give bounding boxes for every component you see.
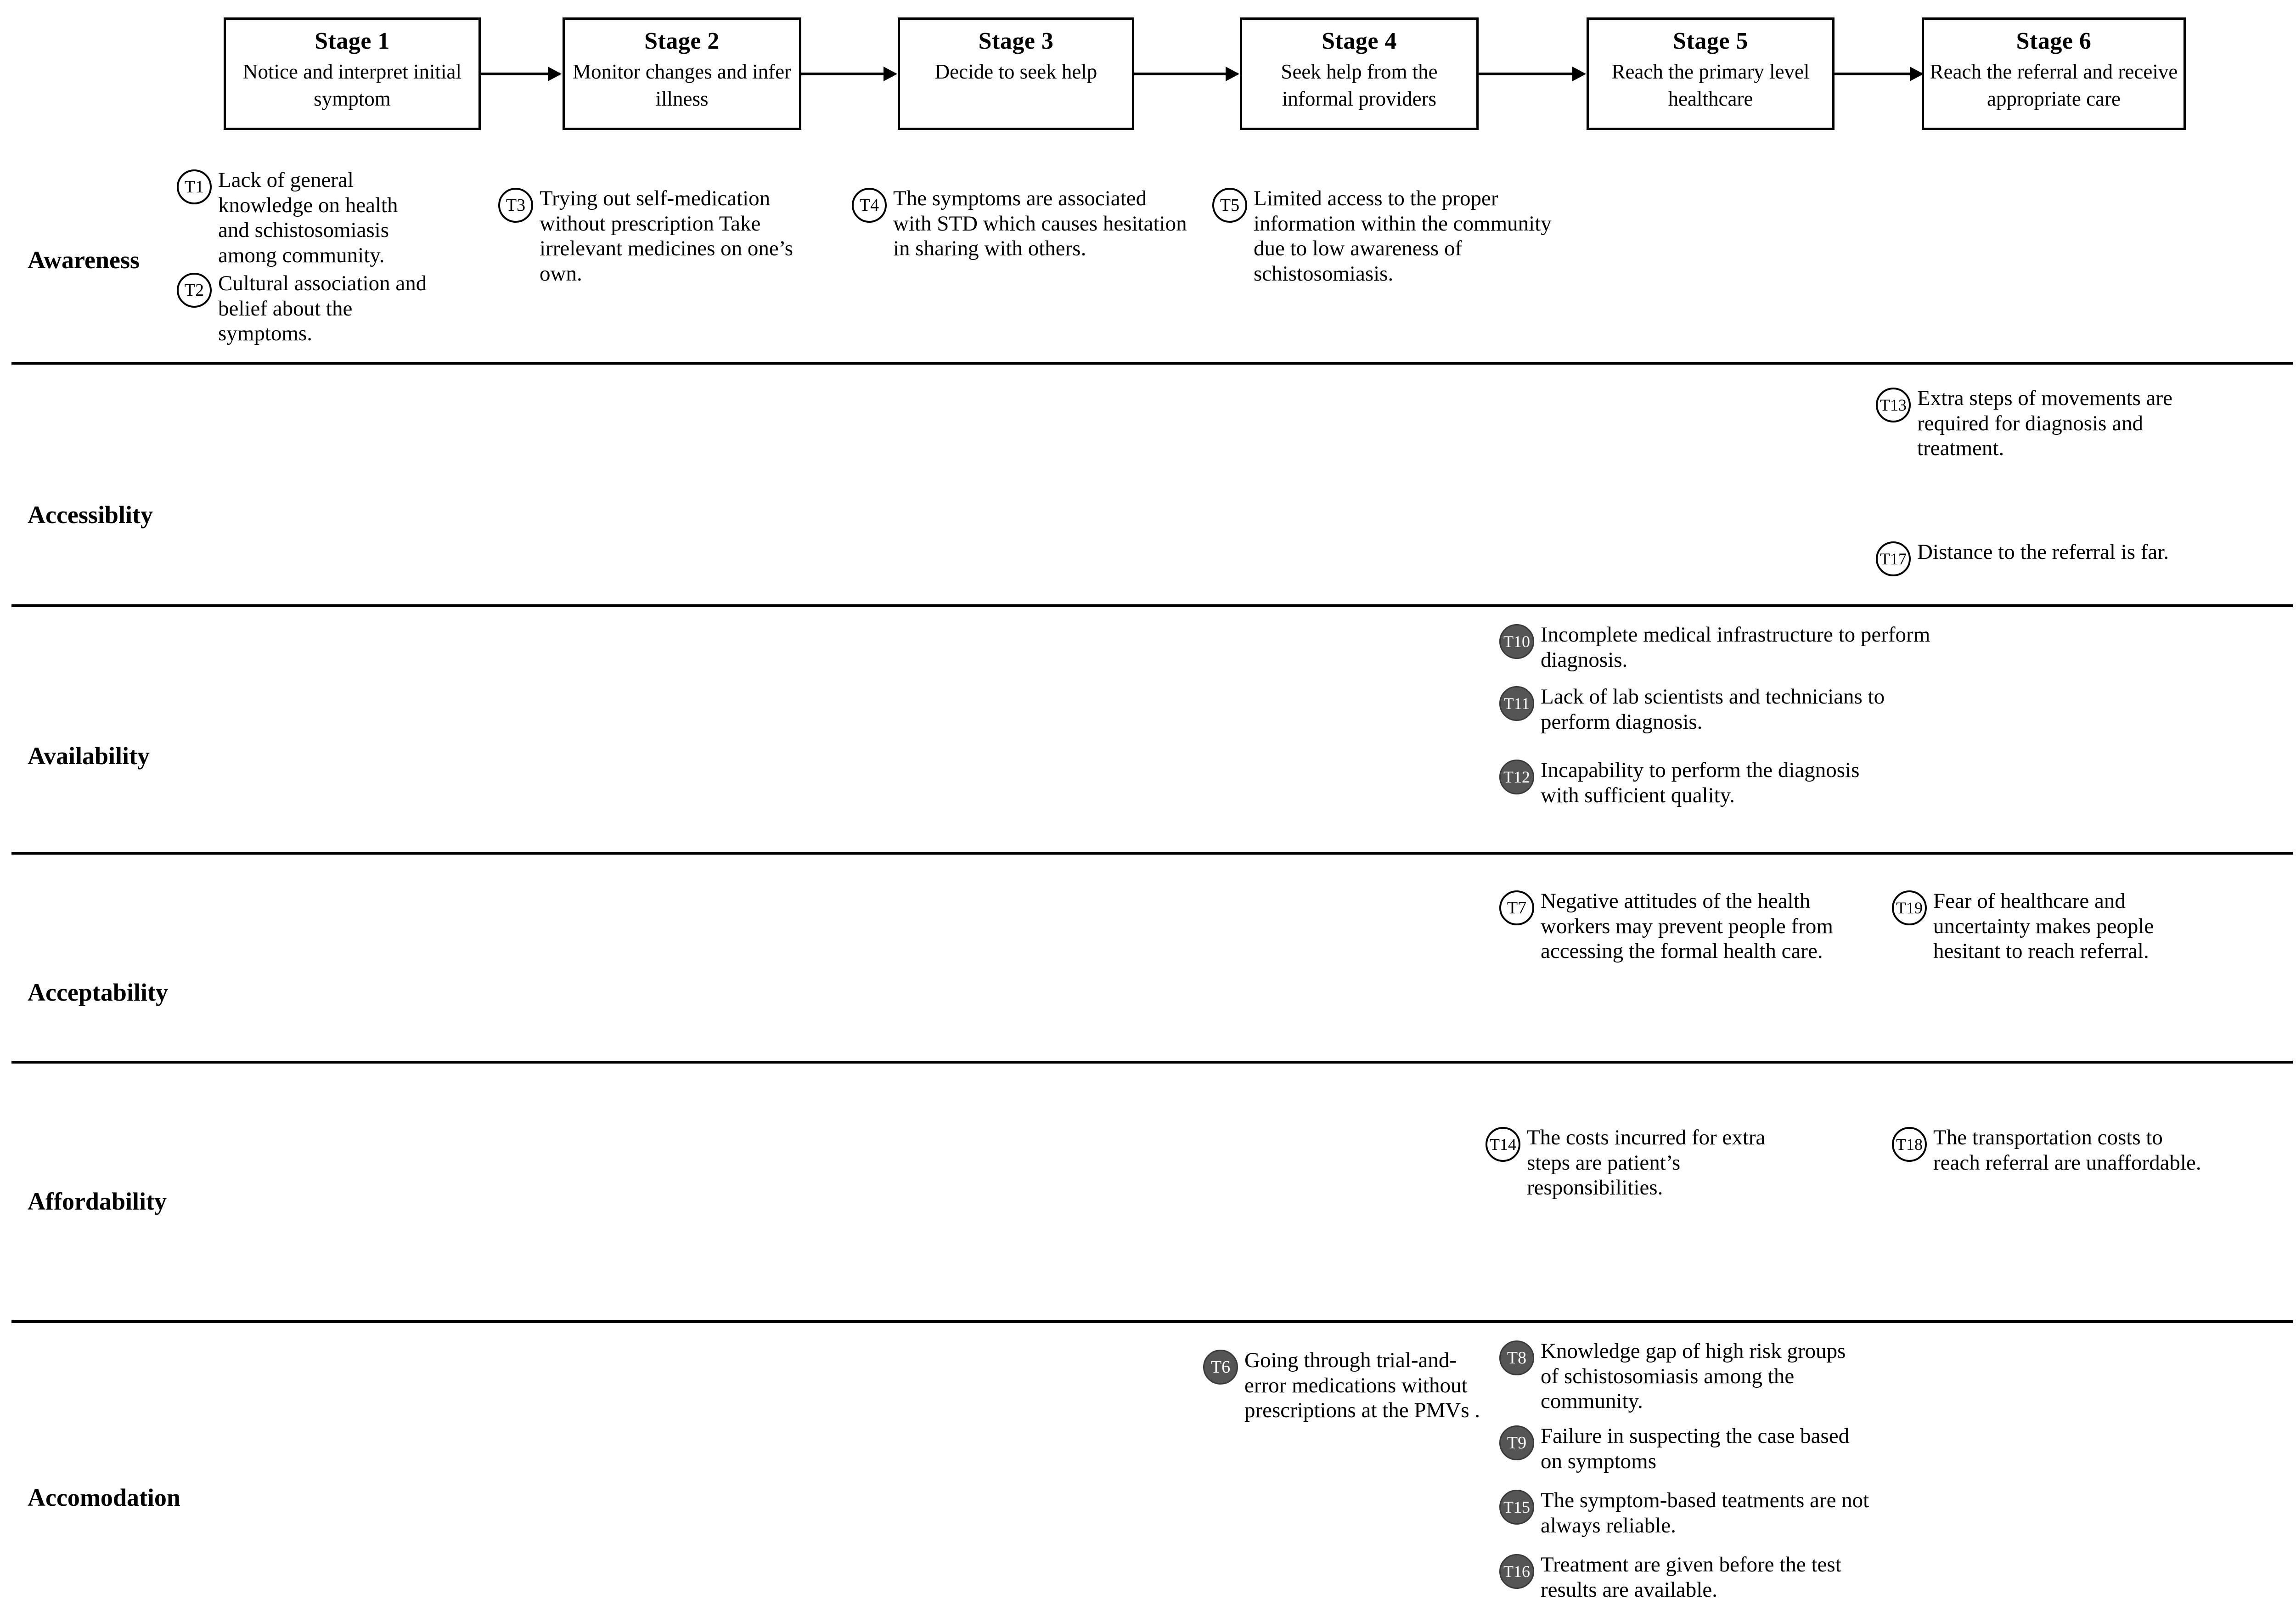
- marker-t18: T18: [1892, 1127, 1927, 1162]
- barrier-item-t7: T7 Negative attitudes of the health work…: [1499, 889, 1835, 964]
- stage-arrow-5-6: [1835, 67, 1924, 81]
- barrier-item-t10: T10 Incomplete medical infrastructure to…: [1499, 622, 1940, 672]
- barrier-item-t13: T13 Extra steps of movements are require…: [1876, 386, 2197, 461]
- row-divider-4: [11, 1061, 2293, 1064]
- row-accessiblity: Accessiblity T13 Extra steps of movement…: [0, 367, 2296, 602]
- stage-arrow-1-2: [481, 67, 562, 81]
- stage-arrow-4-5: [1479, 67, 1586, 81]
- barrier-text: Incapability to perform the diagnosis wi…: [1541, 758, 1860, 807]
- stage-title: Stage 1: [315, 28, 390, 54]
- marker-t10: T10: [1499, 624, 1534, 659]
- stage-description: Monitor changes and infer illness: [572, 60, 792, 110]
- stage-box-2: Stage 2 Monitor changes and infer illnes…: [563, 17, 801, 130]
- barrier-item-t5: T5 Limited access to the proper informat…: [1212, 186, 1584, 286]
- stage-box-1: Stage 1 Notice and interpret initial sym…: [224, 17, 481, 130]
- barrier-text: Extra steps of movements are required fo…: [1917, 386, 2172, 461]
- barrier-item-t9: T9 Failure in suspecting the case based …: [1499, 1424, 1867, 1474]
- marker-t19: T19: [1892, 890, 1927, 925]
- barrier-text: Trying out self-medication without presc…: [540, 186, 793, 286]
- stage-description: Reach the referral and receive appropria…: [1930, 60, 2178, 110]
- marker-t7: T7: [1499, 890, 1534, 925]
- stage-description: Reach the primary level healthcare: [1611, 60, 1810, 110]
- stage-title: Stage 6: [2016, 28, 2092, 54]
- stage-box-5: Stage 5 Reach the primary level healthca…: [1587, 17, 1835, 130]
- marker-t15: T15: [1499, 1490, 1534, 1525]
- stage-box-4: Stage 4 Seek help from the informal prov…: [1240, 17, 1479, 130]
- marker-t16: T16: [1499, 1554, 1534, 1589]
- barrier-item-t15: T15 The symptom-based teatments are not …: [1499, 1488, 1913, 1538]
- barrier-item-t17: T17 Distance to the referral is far.: [1876, 540, 2197, 576]
- barrier-item-t19: T19 Fear of healthcare and uncertainty m…: [1892, 889, 2204, 964]
- marker-t14: T14: [1486, 1127, 1520, 1162]
- stage-description: Notice and interpret initial symptom: [242, 60, 462, 110]
- barrier-item-t12: T12 Incapability to perform the diagnosi…: [1499, 758, 1871, 808]
- marker-t6: T6: [1203, 1350, 1238, 1385]
- marker-t8: T8: [1499, 1340, 1534, 1375]
- stage-box-6: Stage 6 Reach the referral and receive a…: [1922, 17, 2186, 130]
- stage-arrow-2-3: [801, 67, 897, 81]
- marker-t9: T9: [1499, 1425, 1534, 1460]
- row-divider-5: [11, 1320, 2293, 1323]
- stage-title: Stage 3: [978, 28, 1054, 54]
- marker-t1: T1: [177, 169, 212, 204]
- marker-t17: T17: [1876, 541, 1911, 576]
- marker-t4: T4: [852, 188, 887, 223]
- row-label-accessiblity: Accessiblity: [28, 501, 153, 529]
- marker-t13: T13: [1876, 388, 1911, 422]
- barrier-text: Incomplete medical infrastructure to per…: [1541, 623, 1930, 672]
- barrier-item-t18: T18 The transportation costs to reach re…: [1892, 1125, 2204, 1175]
- barrier-item-t3: T3 Trying out self-medication without pr…: [498, 186, 801, 286]
- barrier-text: Treatment are given before the test resu…: [1541, 1553, 1841, 1602]
- marker-t11: T11: [1499, 686, 1534, 721]
- barrier-item-t1: T1 Lack of general knowledge on health a…: [177, 168, 434, 268]
- row-awareness: Awareness T1 Lack of general knowledge o…: [0, 156, 2296, 363]
- barrier-item-t2: T2 Cultural association and belief about…: [177, 271, 443, 346]
- barrier-item-t6: T6 Going through trial-and-error medicat…: [1203, 1348, 1488, 1423]
- barrier-text: The symptoms are associated with STD whi…: [893, 186, 1187, 261]
- stage-description: Seek help from the informal providers: [1281, 60, 1438, 110]
- barrier-text: Fear of healthcare and uncertainty makes…: [1933, 889, 2154, 963]
- stage-description: Decide to seek help: [934, 60, 1097, 84]
- row-accomodation: Accomodation T6 Going through trial-and-…: [0, 1325, 2296, 1614]
- row-acceptability: Acceptability T7 Negative attitudes of t…: [0, 856, 2296, 1059]
- barrier-item-t4: T4 The symptoms are associated with STD …: [852, 186, 1187, 261]
- barrier-item-t14: T14 The costs incurred for extra steps a…: [1486, 1125, 1807, 1200]
- stage-arrow-3-4: [1134, 67, 1239, 81]
- barrier-text: Cultural association and belief about th…: [218, 271, 427, 346]
- barrier-text: Going through trial-and-error medication…: [1244, 1348, 1480, 1423]
- barrier-text: Lack of general knowledge on health and …: [218, 168, 398, 267]
- barrier-item-t16: T16 Treatment are given before the test …: [1499, 1552, 1894, 1602]
- barrier-item-t8: T8 Knowledge gap of high risk groups of …: [1499, 1339, 1867, 1414]
- marker-t12: T12: [1499, 760, 1534, 794]
- row-label-awareness: Awareness: [28, 246, 140, 274]
- marker-t3: T3: [498, 188, 533, 223]
- marker-t5: T5: [1212, 188, 1247, 223]
- row-availability: Availability T10 Incomplete medical infr…: [0, 608, 2296, 833]
- stage-box-3: Stage 3 Decide to seek help: [898, 17, 1134, 130]
- row-label-acceptability: Acceptability: [28, 979, 168, 1006]
- stage-title: Stage 4: [1322, 28, 1397, 54]
- barrier-text: The costs incurred for extra steps are p…: [1527, 1126, 1766, 1200]
- row-divider-1: [11, 362, 2293, 365]
- row-label-availability: Availability: [28, 742, 150, 770]
- row-label-accomodation: Accomodation: [28, 1484, 180, 1511]
- barrier-text: Failure in suspecting the case based on …: [1541, 1424, 1850, 1473]
- barrier-text: Distance to the referral is far.: [1917, 540, 2169, 564]
- row-affordability: Affordability T14 The costs incurred for…: [0, 1065, 2296, 1272]
- barrier-text: Limited access to the proper information…: [1254, 186, 1552, 286]
- stage-flow: Stage 1 Notice and interpret initial sym…: [0, 0, 2296, 138]
- barrier-text: Negative attitudes of the health workers…: [1541, 889, 1833, 963]
- row-divider-2: [11, 604, 2293, 607]
- barrier-text: Knowledge gap of high risk groups of sch…: [1541, 1339, 1846, 1413]
- barrier-text: The symptom-based teatments are not alwa…: [1541, 1488, 1869, 1537]
- stage-title: Stage 5: [1673, 28, 1748, 54]
- barrier-text: Lack of lab scientists and technicians t…: [1541, 685, 1885, 734]
- barrier-item-t11: T11 Lack of lab scientists and technicia…: [1499, 684, 1913, 734]
- stage-title: Stage 2: [644, 28, 720, 54]
- row-divider-3: [11, 852, 2293, 855]
- marker-t2: T2: [177, 273, 212, 308]
- row-label-affordability: Affordability: [28, 1188, 167, 1215]
- barrier-text: The transportation costs to reach referr…: [1933, 1126, 2201, 1175]
